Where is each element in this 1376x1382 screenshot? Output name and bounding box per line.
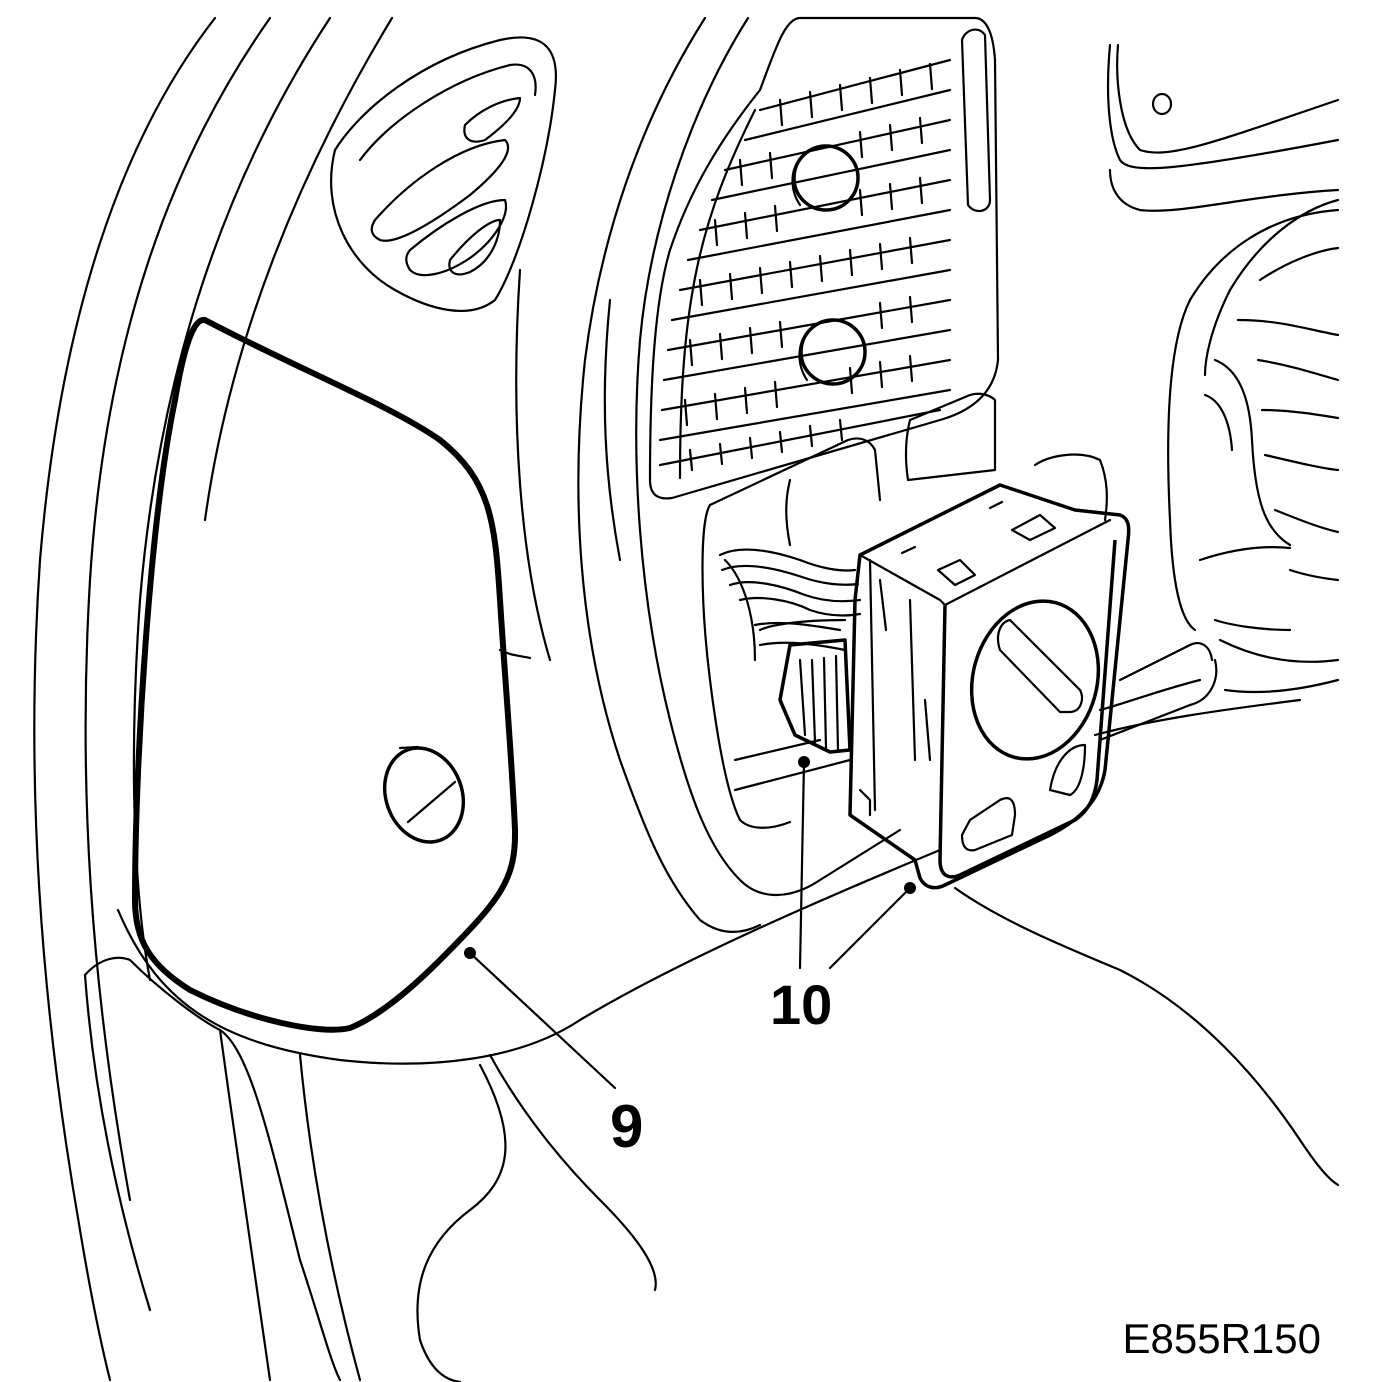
centre-air-vent (648, 16, 1000, 500)
connector-plug (758, 618, 852, 754)
switch-rotary-knob (969, 599, 1101, 761)
vent-slats (658, 58, 952, 467)
figure-code: E855R150 (1122, 1315, 1322, 1362)
callout-label-switch: 10 (770, 973, 833, 1036)
wiring-harness (718, 548, 862, 652)
removable-panel (132, 316, 532, 1033)
right-dashboard (1093, 43, 1340, 742)
side-air-vent (330, 36, 557, 312)
dashboard-lower-edge (116, 848, 942, 1382)
vent-fins (683, 62, 934, 472)
leader-lines (464, 756, 916, 1090)
centre-console (515, 16, 902, 934)
vent-knob-lower (799, 318, 867, 386)
vent-knob-upper (792, 144, 860, 212)
callout-label-panel: 9 (610, 1093, 644, 1160)
a-pillar-trim (33, 16, 394, 1382)
switch-cavity (701, 392, 1108, 829)
lower-trim (953, 886, 1340, 1187)
light-switch (848, 483, 1131, 890)
